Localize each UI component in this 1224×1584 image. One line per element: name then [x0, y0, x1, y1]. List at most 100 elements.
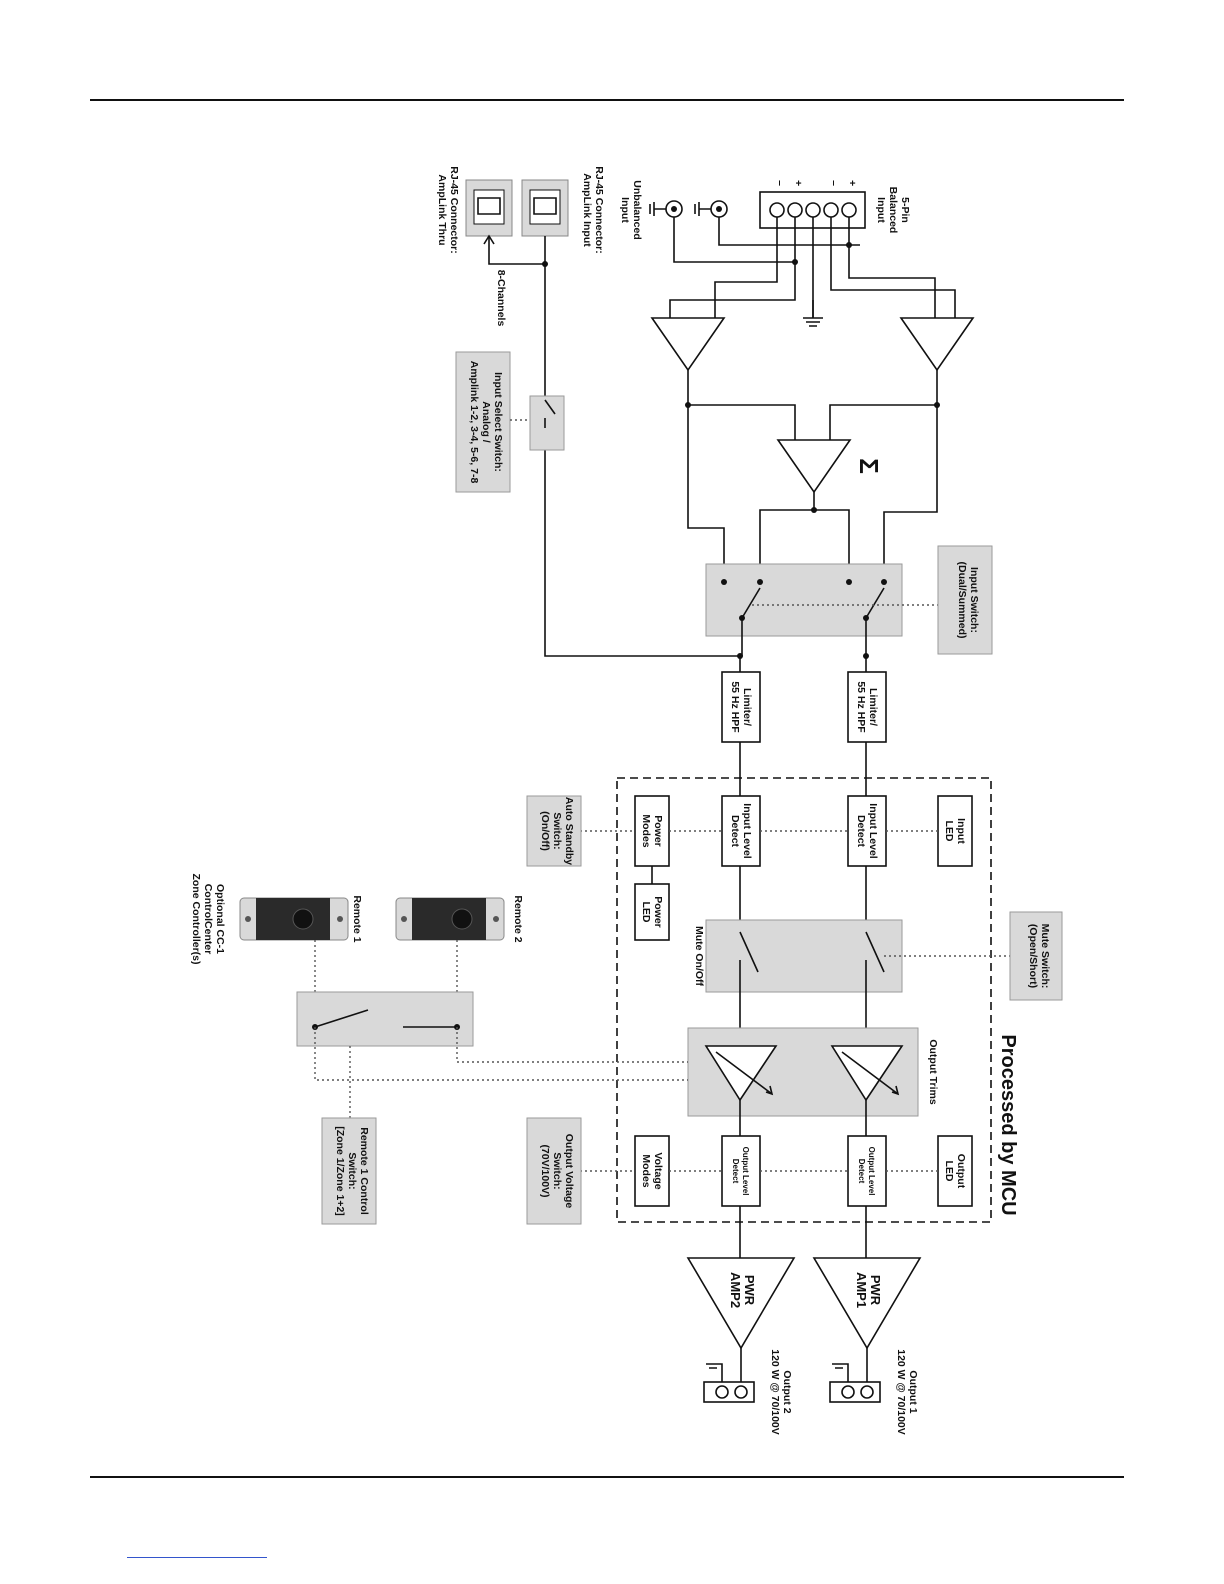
remote-control-label-2: Switch: — [346, 1152, 358, 1189]
power-modes-label-2: Modes — [640, 814, 652, 847]
remote-control-switch-block — [296, 991, 474, 1047]
input-select-label-1: Input Select Switch: — [492, 372, 504, 472]
output-voltage-label-2: Switch: — [551, 1152, 563, 1189]
input-level-detect-1 — [847, 795, 887, 867]
rj45-input-label-2: AmpLink Input — [581, 173, 593, 247]
remote-1-controller — [239, 897, 349, 941]
output-2-label-2: 120 W @ 70/100V — [769, 1349, 781, 1435]
output-voltage-label-1: Output Voltage — [563, 1134, 575, 1209]
input-led-box — [937, 795, 973, 867]
input-select-switch-label-box — [455, 351, 511, 493]
pwr-amp1-label-2: AMP1 — [854, 1272, 869, 1308]
pwr-amp2-label-1: PWR — [742, 1275, 757, 1306]
rj45-thru-label-1: RJ-45 Connector: — [448, 166, 460, 254]
output-1-label-1: Output 1 — [907, 1370, 919, 1413]
input-switch-block — [705, 563, 903, 637]
pin-sign-4: + — [846, 180, 858, 186]
remote-control-label-1: Remote 1 Control — [358, 1127, 370, 1215]
unbalanced-input-label-2: Input — [619, 197, 631, 223]
input-switch-label-box — [937, 545, 993, 655]
input-level-1-label-2: Detect — [855, 815, 867, 848]
mute-on-off-label: Mute On/Off — [693, 926, 705, 987]
limiter-block-1 — [847, 671, 887, 743]
input-switch-label-2: (Dual/Summed) — [956, 561, 968, 638]
output-led-box — [937, 1135, 973, 1207]
auto-standby-label-1: Auto Standby — [563, 797, 575, 865]
output-2-label-1: Output 2 — [781, 1370, 793, 1413]
pwr-amp1-label-1: PWR — [868, 1275, 883, 1306]
footer-link-underline[interactable] — [127, 1557, 267, 1558]
output-led-label-1: Output — [955, 1154, 967, 1189]
mute-switch-label-2: (Open/Short) — [1027, 924, 1039, 988]
rj45-thru-label-2: AmpLink Thru — [436, 174, 448, 245]
voltage-modes-label-1: Voltage — [652, 1152, 664, 1189]
remote-2-controller — [395, 897, 505, 941]
output-level-detect-2 — [721, 1135, 761, 1207]
auto-standby-label-3: (On/Off) — [539, 811, 551, 851]
input-level-2-label-1: Input Level — [741, 803, 753, 859]
limiter-2-label-2: 55 Hz HPF — [729, 681, 741, 733]
auto-standby-label-box — [526, 795, 582, 867]
output-trims-label: Output Trims — [927, 1039, 939, 1104]
input-switch-label-1: Input Switch: — [968, 567, 980, 633]
output-level-1-label-1: Output Level — [867, 1147, 876, 1196]
footer-rule — [90, 1476, 1124, 1478]
balanced-input-label-1: 5-Pin — [899, 197, 911, 223]
input-amp-2 — [650, 317, 726, 372]
pin-sign-2: + — [792, 180, 804, 186]
input-level-detect-2 — [721, 795, 761, 867]
output-voltage-label-3: (70V/100V) — [539, 1144, 551, 1197]
balanced-input-label-3: Input — [875, 197, 887, 223]
mcu-region — [616, 777, 992, 1223]
input-led-label-1: Input — [955, 818, 967, 844]
eight-channels-label: 8-Channels — [495, 270, 507, 327]
mute-switch-block — [705, 919, 903, 993]
processed-by-mcu-label: Processed by MCU — [997, 1034, 1019, 1215]
input-select-label-3: Amplink 1-2, 3-4, 5-6, 7-8 — [468, 361, 480, 484]
rj45-input-label-1: RJ-45 Connector: — [593, 166, 605, 254]
remote-1-label: Remote 1 — [351, 895, 363, 942]
power-amp-2 — [686, 1257, 796, 1350]
optional-cc1-label-1: Optional CC-1 — [214, 884, 226, 954]
output-trim-1 — [830, 1045, 904, 1102]
power-led-label-1: Power — [652, 896, 664, 928]
voltage-modes-label-2: Modes — [640, 1154, 652, 1187]
power-modes-box — [634, 795, 670, 867]
summer-amp — [776, 439, 852, 494]
optional-cc1-label-3: Zone Controller(s) — [190, 874, 202, 965]
output-1-label-2: 120 W @ 70/100V — [895, 1349, 907, 1435]
rj45-amplink-thru — [465, 179, 513, 237]
pin-sign-1: – — [774, 180, 786, 186]
output-2-terminal — [703, 1363, 755, 1403]
input-led-label-2: LED — [943, 821, 955, 842]
balanced-input-label-2: Balanced — [887, 187, 899, 234]
mute-switch-label-box — [1009, 911, 1063, 1001]
remote-control-label-box — [321, 1117, 377, 1225]
sum-symbol: Σ — [854, 458, 884, 474]
output-level-2-label-1: Output Level — [741, 1147, 750, 1196]
limiter-2-label-1: Limiter/ — [741, 688, 753, 726]
power-led-box — [634, 883, 670, 941]
input-select-switch-block — [529, 395, 565, 451]
pwr-amp2-label-2: AMP2 — [728, 1272, 743, 1308]
output-trim-2 — [704, 1045, 778, 1102]
power-led-label-2: LED — [640, 902, 652, 923]
limiter-block-2 — [721, 671, 761, 743]
header-rule — [90, 99, 1124, 101]
output-1-terminal — [829, 1363, 881, 1403]
output-level-detect-1 — [847, 1135, 887, 1207]
unbalanced-input-label-1: Unbalanced — [631, 180, 643, 240]
power-modes-label-1: Power — [652, 815, 664, 847]
output-voltage-label-box — [526, 1117, 582, 1225]
input-amp-1 — [899, 317, 975, 372]
remote-control-label-3: [Zone 1/Zone 1+2] — [334, 1126, 346, 1216]
input-select-label-2: Analog / — [480, 401, 492, 442]
auto-standby-label-2: Switch: — [551, 812, 563, 849]
unbalanced-input-jacks — [649, 200, 728, 218]
output-level-2-label-2: Detect — [731, 1159, 740, 1184]
mute-switch-label-1: Mute Switch: — [1039, 924, 1051, 989]
pin-sign-3: – — [828, 180, 840, 186]
input-level-1-label-1: Input Level — [867, 803, 879, 859]
optional-cc1-label-2: ControlCenter — [202, 884, 214, 955]
